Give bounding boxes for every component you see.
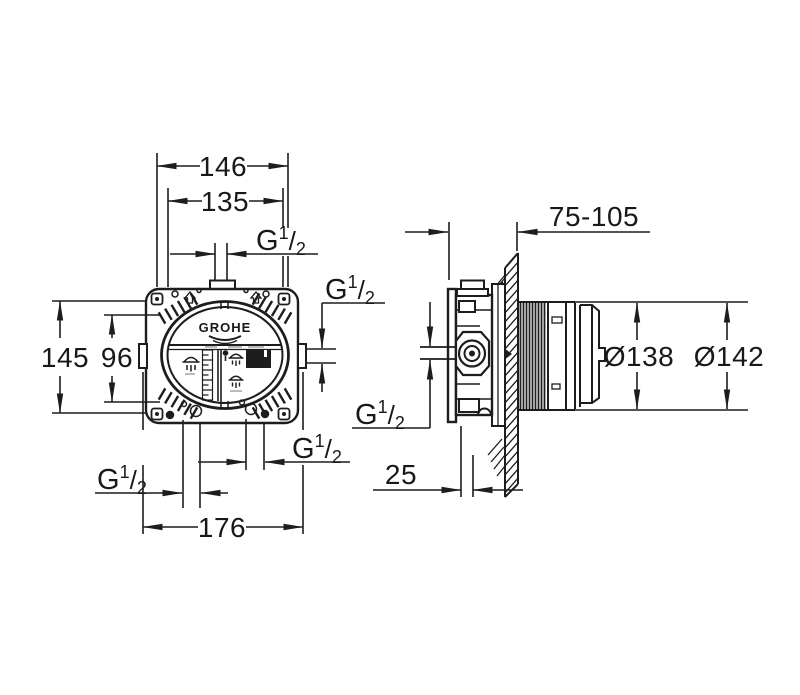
dim-75-105: 75-105 [405,201,650,280]
thread-label-right: G1/2 [306,272,385,392]
dim-96-label: 96 [101,342,133,373]
brand-text: GROHE [199,320,252,335]
g-half-label: G1/2 [292,431,342,467]
dim-146-label: 146 [199,151,247,182]
left-port [138,343,148,369]
shower-icon [228,353,244,366]
shower-icon [182,356,200,372]
qr-label [246,350,271,368]
box-back-plate [446,287,458,424]
dim-25: 25 [373,426,523,497]
side-view [420,252,606,498]
up-arrow-icon [183,290,263,304]
dim-75-105-label: 75-105 [549,201,639,232]
hex-port [454,330,491,377]
thread-label-top: G1/2 [170,223,318,259]
g-half-label: G1/2 [325,272,375,308]
key-icon [222,350,229,361]
corner-screws [150,292,291,421]
micro-text-marks [185,346,264,392]
inlet-pipe-stub [420,346,456,360]
alignment-marker [504,348,512,360]
divider-lines [217,350,222,401]
dim-dia142-label: Ø142 [694,341,765,372]
dim-25-label: 25 [385,459,417,490]
bottom-port-stems [182,419,265,508]
dim-96: 96 [101,314,160,403]
wall-outline [504,252,519,498]
thread-label-side: G1/2 [352,302,434,433]
ring-notches [220,301,229,409]
front-view: GROHE [138,243,307,425]
g-half-label: G1/2 [256,223,306,259]
dim-145-label: 145 [41,342,89,373]
protruding-cylinder [517,301,606,411]
g-half-label: G1/2 [355,397,405,433]
dim-176-label: 176 [198,512,246,543]
pictograms [182,346,271,401]
top-clip [460,279,485,290]
dim-146: 146 [156,151,289,287]
dimensions: 146 135 G1/2 G1/2 145 [41,151,764,543]
dim-dia138-label: Ø138 [604,341,675,372]
dim-176: 176 [142,372,304,543]
dim-135-label: 135 [201,186,249,217]
outer-ring [160,300,290,410]
thread-label-bottom-left: G1/2 [95,462,228,498]
inner-ring [166,306,284,404]
shower-icon [228,375,244,388]
grohe-logo: GROHE [199,320,252,345]
g-half-label: G1/2 [97,462,147,498]
ruler-icon [201,349,214,401]
bottom-bump [477,407,492,416]
rib-lines [519,303,546,409]
thread-label-bottom-middle: G1/2 [198,431,350,467]
dim-diameters: Ø138 Ø142 [575,301,765,411]
right-port [297,343,307,369]
label-plate [168,344,282,351]
dim-145: 145 [41,300,146,414]
end-cap [574,303,606,409]
dim-135: 135 [167,186,284,287]
